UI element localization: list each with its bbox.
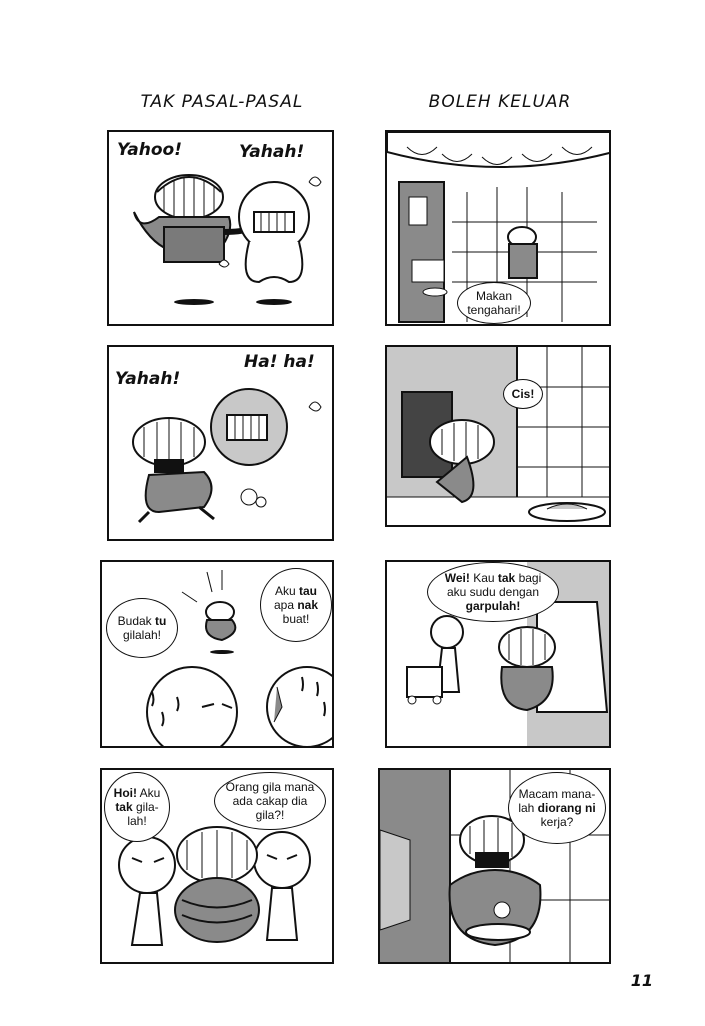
speech-bubble-4: Orang gila mana ada cakap dia gila?!	[214, 772, 326, 830]
speech-bubble-2-text: Aku tau apa nak buat!	[273, 584, 319, 626]
speech-bubble-7: Wei! Kau tak bagi aku sudu dengan garpul…	[427, 562, 559, 622]
comic-panel-6: Cis!	[385, 345, 611, 527]
speech-bubble-1-text: Budak tu gilalah!	[117, 614, 167, 642]
speech-bubble-1: Budak tu gilalah!	[106, 598, 178, 658]
comic-panel-4: Hoi! Aku tak gila-lah! Orang gila mana a…	[100, 768, 334, 964]
speech-bubble-5-text: Makan tengahari!	[467, 289, 521, 317]
speech-bubble-5: Makan tengahari!	[457, 282, 531, 324]
speech-bubble-4-text: Orang gila mana ada cakap dia gila?!	[225, 780, 315, 822]
speech-bubble-3-text: Hoi! Aku tak gila-lah!	[113, 786, 161, 828]
strip-title-right: BOLEH KELUAR	[428, 92, 572, 112]
sfx-yahah-2: Yahah!	[115, 369, 181, 389]
comic-panel-5: Makan tengahari!	[385, 130, 611, 326]
panel-3-art	[146, 570, 332, 746]
speech-bubble-7-text: Wei! Kau tak bagi aku sudu dengan garpul…	[444, 571, 542, 613]
speech-bubble-6-text: Cis!	[511, 387, 535, 401]
page-number: 11	[630, 971, 653, 990]
speech-bubble-3: Hoi! Aku tak gila-lah!	[104, 772, 170, 842]
comic-panel-7: Wei! Kau tak bagi aku sudu dengan garpul…	[385, 560, 611, 748]
comic-panel-8: Macam mana-lah diorang ni kerja?	[378, 768, 611, 964]
speech-bubble-2: Aku tau apa nak buat!	[260, 568, 332, 642]
panel-4-art	[118, 826, 311, 946]
comic-panel-3: Budak tu gilalah! Aku tau apa nak buat!	[100, 560, 334, 748]
sfx-ha-ha: Ha! ha!	[244, 352, 315, 372]
panel-8-art	[380, 770, 609, 962]
sfx-yahoo: Yahoo!	[117, 140, 182, 160]
panel-6-art	[387, 347, 609, 525]
comic-panel-2: Yahah! Ha! ha!	[107, 345, 334, 541]
panel-1-art	[133, 174, 322, 305]
panel-2-art	[132, 388, 322, 524]
strip-title-left: TAK PASAL-PASAL	[140, 92, 304, 112]
speech-bubble-8: Macam mana-lah diorang ni kerja?	[508, 772, 606, 844]
sfx-yahah: Yahah!	[239, 142, 305, 162]
speech-bubble-6: Cis!	[503, 379, 543, 409]
speech-bubble-8-text: Macam mana-lah diorang ni kerja?	[518, 787, 596, 829]
comic-panel-1: Yahoo! Yahah!	[107, 130, 334, 326]
